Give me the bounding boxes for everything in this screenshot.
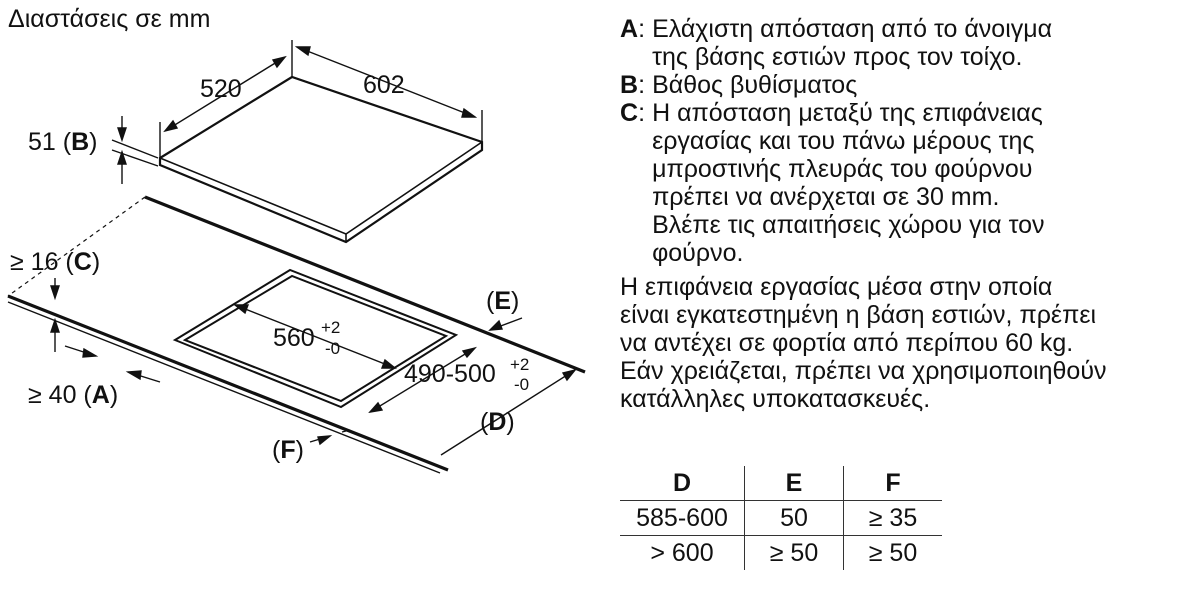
load-note: Η επιφάνεια εργασίας μέσα στην οποία είν… <box>620 273 1190 413</box>
cutout-width-label: 560 <box>273 324 315 352</box>
definition-line: Βάθος βυθίσματος <box>652 71 858 99</box>
dimension-a <box>64 345 161 383</box>
cutout-depth-label: 490-500 <box>404 360 496 388</box>
definition-line: πρέπει να ανέρχεται σε 30 mm. <box>652 183 1000 211</box>
e-label: (E) <box>486 287 519 315</box>
cutout-depth-tol-up: +2 <box>510 355 529 374</box>
dimension-e <box>488 317 523 331</box>
f-label: (F) <box>272 436 304 464</box>
b-label: 51 (B) <box>28 128 97 156</box>
note-line: Εάν χρειάζεται, πρέπει να χρησιμοποιηθού… <box>620 357 1107 385</box>
table-header: E <box>744 466 844 501</box>
note-line: να αντέχει σε φορτία από περίπου 60 kg. <box>620 329 1074 357</box>
table-cell: ≥ 50 <box>744 535 844 570</box>
dimension-cutout-depth <box>368 346 478 414</box>
table-cell: > 600 <box>650 538 714 567</box>
diagram-title: Διαστάσεις σε mm <box>8 5 210 33</box>
table-cell: 585-600 <box>620 500 745 536</box>
table-row: > 600 ≥ 50 ≥ 50 <box>620 535 942 570</box>
note-line: Η επιφάνεια εργασίας μέσα στην οποία <box>620 273 1053 301</box>
table-header: D <box>620 466 745 501</box>
definition-b: B: Βάθος βυθίσματος <box>620 71 858 99</box>
worktop-drawing <box>7 195 586 474</box>
definition-key: A <box>620 15 639 43</box>
clearance-table: D E F 585-600 50 ≥ 35 > 600 ≥ 50 ≥ 50 <box>620 466 942 570</box>
c-label: ≥ 16 (C) <box>10 248 100 276</box>
definition-line: μπροστινής πλευράς του φούρνου <box>652 155 1033 183</box>
dimension-cutout-width <box>233 304 397 369</box>
dimension-602 <box>294 46 483 142</box>
cutout-width-tol-up: +2 <box>321 318 340 337</box>
d-label: (D) <box>480 408 515 436</box>
depth-label: 602 <box>363 71 405 99</box>
definition-key: B <box>620 71 639 99</box>
a-label: ≥ 40 (A) <box>28 381 118 409</box>
definition-line: εργασίας και του πάνω μέρους της <box>652 127 1035 155</box>
table-row: 585-600 50 ≥ 35 <box>620 500 942 536</box>
note-line: κατάλληλες υποκατασκευές. <box>620 385 931 413</box>
dimension-d <box>440 368 577 456</box>
cutout-drawing <box>172 268 459 409</box>
dimension-f <box>309 429 351 446</box>
definition-line: Βλέπε τις απαιτήσεις χώρου για τον <box>652 211 1045 239</box>
definition-key: C <box>620 99 639 127</box>
cutout-width-tol-down: -0 <box>325 339 340 358</box>
definition-line: Η απόσταση μεταξύ της επιφάνειας <box>652 99 1043 127</box>
definition-line: Ελάχιστη απόσταση από το άνοιγμα <box>652 15 1053 43</box>
note-line: είναι εγκατεστημένη η βάση εστιών, πρέπε… <box>620 301 1097 329</box>
dimension-b <box>111 116 159 184</box>
dimension-520 <box>159 40 293 158</box>
dimension-c <box>50 278 60 352</box>
table-header: F <box>843 466 942 501</box>
definition-c: C: Η απόσταση μεταξύ της επιφάνειας εργα… <box>620 99 1045 267</box>
table-cell: ≥ 35 <box>843 500 942 536</box>
table-cell: ≥ 50 <box>843 535 942 570</box>
definition-line: της βάσης εστιών προς τον τοίχο. <box>652 43 1023 71</box>
cutout-depth-tol-down: -0 <box>514 375 529 394</box>
table-cell: 50 <box>744 500 844 536</box>
width-label: 520 <box>200 75 242 103</box>
definition-line: φούρνο. <box>652 239 744 267</box>
